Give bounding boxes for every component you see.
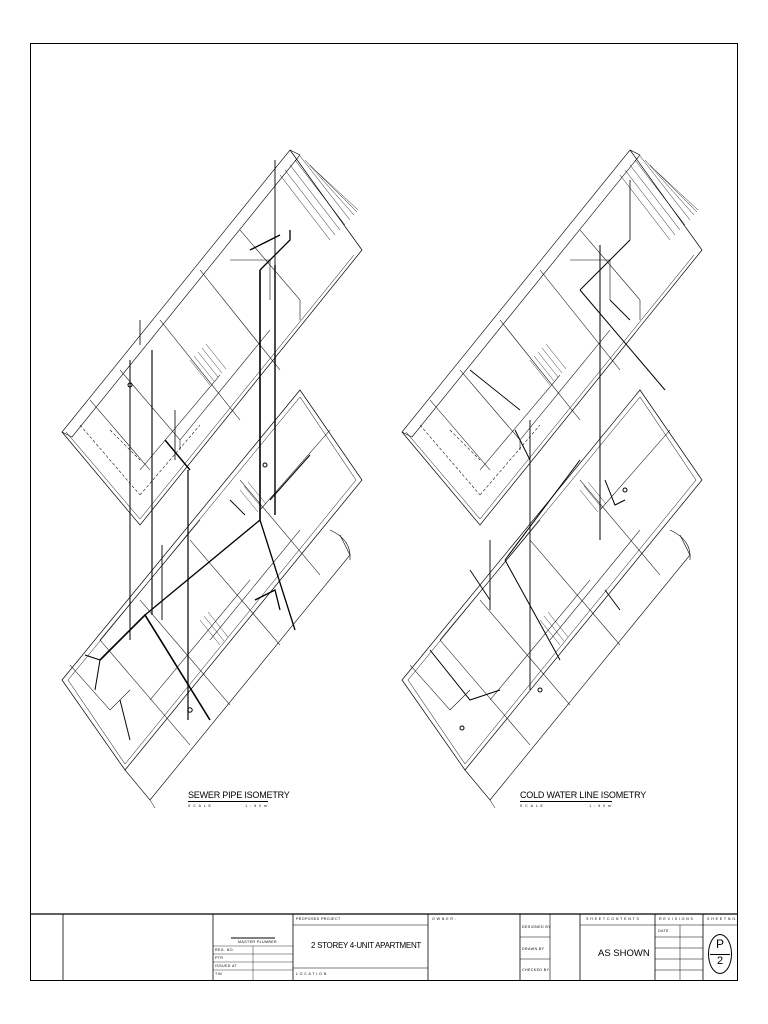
revisions-label: R E V I S I O N S	[659, 917, 694, 921]
drawing-sheet-border	[30, 43, 738, 981]
sheet-contents-value: AS SHOWN	[598, 948, 650, 959]
location-label: L O C A T I O N	[296, 972, 327, 976]
plumber-field-reg: REG. NO.	[215, 948, 235, 952]
sewer-floor-plan	[61, 149, 363, 809]
checked-by-label: CHECKED BY	[522, 968, 550, 972]
sheet-bubble-divider	[710, 954, 730, 955]
plumber-field-tin: TIN	[215, 972, 222, 976]
plumber-field-ptr: PTR	[215, 956, 224, 960]
water-scale-value: 1 : 6 0 m	[589, 804, 612, 808]
sewer-caption: SEWER PIPE ISOMETRY S C A L E 1 : 6 0 m	[188, 790, 290, 808]
plumber-label: MASTER PLUMBER	[238, 940, 277, 944]
drawn-by-label: DRAWN BY	[522, 947, 545, 951]
title-block-grid	[30, 913, 738, 981]
sewer-pipe-lines	[84, 159, 311, 741]
sheet-no-label: S H E E T N O.	[707, 917, 737, 921]
sheet-number: 2	[716, 955, 724, 967]
sewer-title: SEWER PIPE ISOMETRY	[188, 790, 290, 800]
owner-label: O W N E R :	[432, 917, 457, 921]
sheet-contents-label: S H E E T C O N T E N T S	[586, 917, 640, 921]
designed-by-label: DESIGNED BY	[522, 925, 551, 929]
water-scale-label: S C A L E	[520, 804, 544, 808]
water-title: COLD WATER LINE ISOMETRY	[520, 790, 647, 800]
date-label: DATE	[658, 929, 669, 933]
sewer-title-underline	[188, 801, 268, 802]
water-pipe-lines	[429, 179, 666, 731]
sheet-letter: P	[715, 937, 724, 951]
proposed-project-label: PROPOSED PROJECT	[296, 917, 341, 921]
water-floor-plan	[401, 149, 703, 809]
sewer-scale-value: 1 : 6 0 m	[245, 804, 268, 808]
project-name: 2 STOREY 4-UNIT APARTMENT	[311, 941, 422, 950]
plumber-field-issued: ISSUED AT	[215, 964, 238, 968]
sewer-scale-label: S C A L E	[188, 804, 212, 808]
water-title-underline	[520, 801, 612, 802]
water-caption: COLD WATER LINE ISOMETRY S C A L E 1 : 6…	[520, 790, 647, 808]
sheet-number-bubble: P 2	[708, 934, 732, 974]
